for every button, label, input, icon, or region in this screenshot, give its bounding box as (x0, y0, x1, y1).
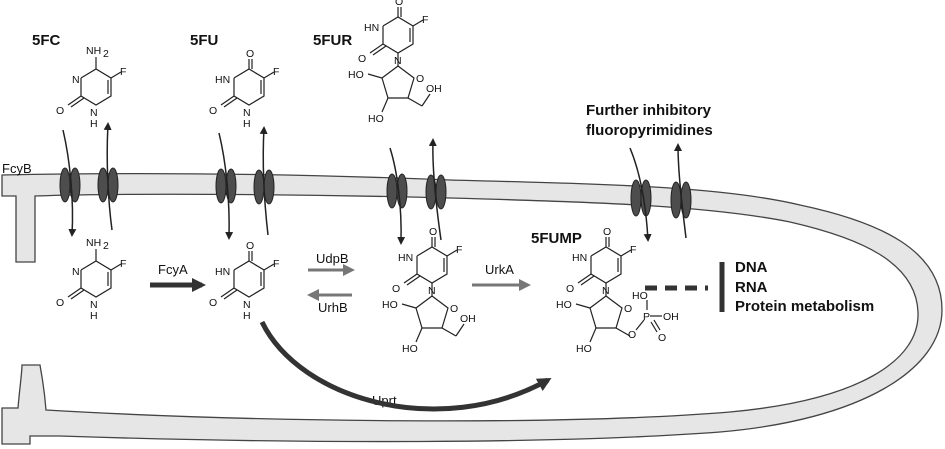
atom: O (566, 283, 574, 295)
atom: NH (86, 45, 101, 57)
cell-membrane (1, 172, 943, 445)
atom: H (90, 118, 98, 130)
enzyme-urhb: UrhB (318, 300, 348, 315)
atom: O (209, 297, 217, 309)
atom: HN (215, 74, 230, 86)
molecule-5fur-outside: O HN F O N O HO HO OH (348, 0, 442, 125)
atom: P (643, 311, 650, 323)
label-further-1: Further inhibitory (586, 102, 712, 119)
channel-further (629, 143, 692, 242)
atom: F (630, 244, 636, 256)
atom: HO (632, 290, 648, 302)
atom: F (456, 244, 462, 256)
atom: F (273, 258, 279, 270)
atom: HN (364, 22, 379, 34)
atom: F (422, 14, 428, 26)
atom: O (56, 105, 64, 117)
label-5fur: 5FUR (313, 32, 352, 49)
atom-sub: 2 (103, 240, 109, 252)
atom: N (90, 107, 98, 119)
atom: HO (348, 69, 364, 81)
atom: HO (368, 113, 384, 125)
atom: OH (426, 83, 442, 95)
molecule-5fu-inside: O HN F O N H (209, 240, 279, 322)
label-dna: DNA (735, 259, 768, 276)
atom: H (90, 310, 98, 322)
atom: HO (556, 299, 572, 311)
channel-5fc (59, 122, 119, 237)
atom: O (56, 297, 64, 309)
enzyme-urka: UrkA (485, 262, 514, 277)
atom: HO (576, 343, 592, 355)
atom: O (624, 303, 632, 315)
atom: O (429, 226, 437, 238)
atom: NH (86, 237, 101, 249)
atom: O (358, 53, 366, 65)
atom: F (120, 66, 126, 78)
enzyme-udpb: UdpB (316, 251, 349, 266)
channel-5fu (215, 126, 275, 240)
channel-5fur (386, 138, 447, 245)
atom: O (658, 332, 666, 344)
atom: H (243, 118, 251, 130)
label-protein: Protein metabolism (735, 298, 874, 315)
atom: H (243, 310, 251, 322)
atom: N (72, 74, 80, 86)
atom: F (273, 66, 279, 78)
label-5fc: 5FC (32, 32, 61, 49)
atom: N (72, 266, 80, 278)
atom: HO (382, 299, 398, 311)
label-5fump: 5FUMP (531, 230, 582, 247)
atom: O (603, 226, 611, 238)
label-rna: RNA (735, 279, 768, 296)
atom: O (450, 303, 458, 315)
atom: N (394, 55, 402, 67)
molecule-5fc-inside: NH 2 N F O N H (56, 237, 126, 322)
molecule-5fur-inside: O HN F O N O HO HO OH (382, 226, 476, 355)
atom: N (243, 299, 251, 311)
atom: F (120, 258, 126, 270)
atom: OH (663, 311, 679, 323)
atom: HN (215, 266, 230, 278)
arrow-uprt (259, 320, 552, 412)
atom: HN (398, 252, 413, 264)
atom: N (428, 285, 436, 297)
atom: O (209, 105, 217, 117)
molecule-5fc-outside: NH 2 N F O N H (56, 45, 126, 130)
atom: O (628, 329, 636, 341)
atom: O (392, 283, 400, 295)
label-5fu: 5FU (190, 32, 218, 49)
molecule-5fu-outside: O HN F O N H (209, 48, 279, 130)
atom: OH (460, 313, 476, 325)
label-further-2: fluoropyrimidines (586, 122, 713, 139)
atom: N (90, 299, 98, 311)
atom: O (395, 0, 403, 8)
atom-sub: 2 (103, 48, 109, 60)
atom: HO (402, 343, 418, 355)
enzyme-fcya: FcyA (158, 262, 188, 277)
atom: O (246, 240, 254, 252)
enzyme-fcyb: FcyB (2, 161, 32, 176)
atom: N (243, 107, 251, 119)
atom: O (416, 73, 424, 85)
atom: O (246, 48, 254, 60)
molecule-5fump: O HN F O N O HO HO O P HO OH O (556, 226, 679, 355)
inhibition-line (645, 262, 725, 312)
atom: N (602, 285, 610, 297)
atom: HN (572, 252, 587, 264)
